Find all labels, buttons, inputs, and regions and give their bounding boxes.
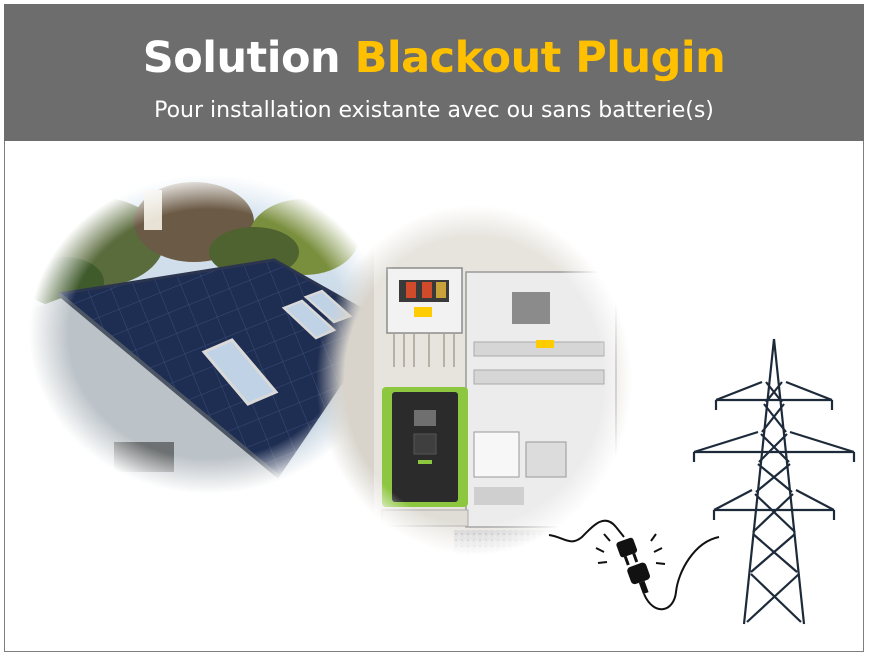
power-pylon-icon	[692, 338, 856, 625]
solar-roof-photo	[24, 172, 404, 502]
header-banner: Solution Blackout Plugin Pour installati…	[4, 4, 864, 141]
title-solution: Solution	[142, 33, 341, 83]
plug-icon	[595, 533, 720, 611]
title-blackout-plugin: Blackout Plugin	[354, 33, 726, 83]
power-cable	[548, 519, 625, 543]
electrical-cabinet-photo	[314, 202, 634, 570]
slide-title: Solution Blackout Plugin	[4, 32, 864, 84]
slide-subtitle: Pour installation existante avec ou sans…	[154, 98, 714, 123]
illustration-area	[24, 172, 856, 625]
